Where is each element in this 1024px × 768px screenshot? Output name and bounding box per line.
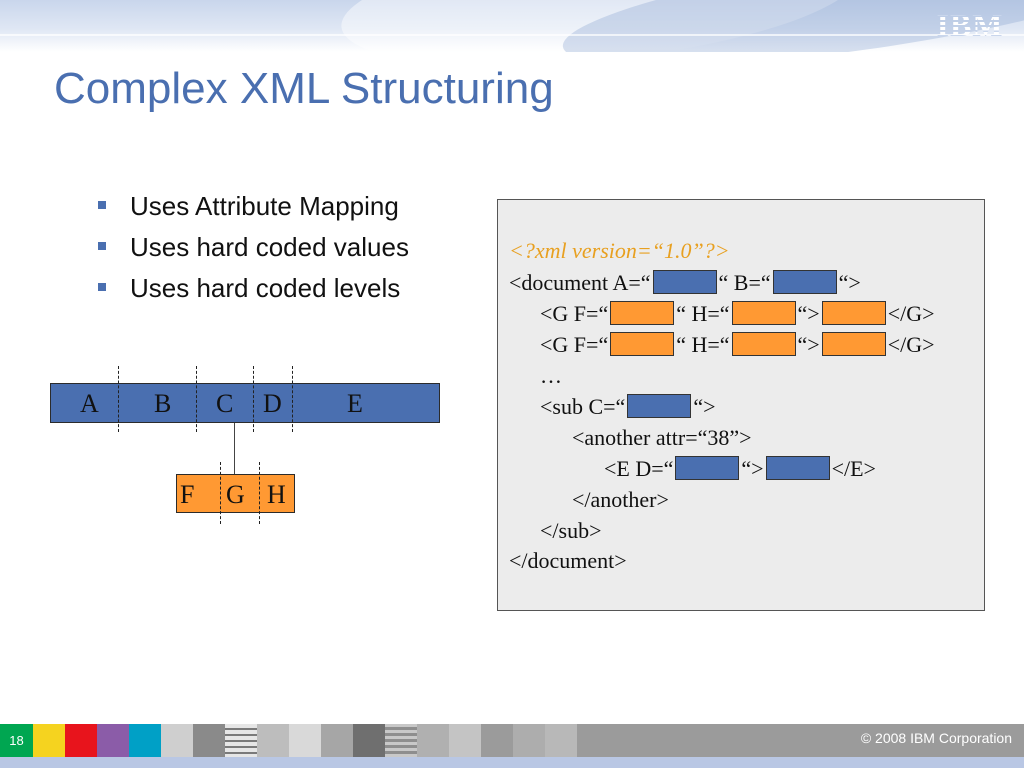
footer-bottom-line [0,757,1024,768]
code-line-e: <E D=““></E> [604,456,876,481]
footer-photo-tile [225,724,257,757]
bullet-item: Uses Attribute Mapping [96,190,409,231]
bullet-list: Uses Attribute Mapping Uses hard coded v… [96,190,409,313]
footer-photo-tile [321,724,353,757]
xml-code-box: <?xml version=“1.0”?> <document A=““ B=“… [497,199,985,611]
value-slot [821,332,886,356]
bullet-item: Uses hard coded levels [96,272,409,313]
footer: 18 © 2008 IBM Corporation [0,724,1024,768]
segment-label-a: A [80,389,99,418]
segment-label-g: G [226,480,245,509]
connector-line [234,423,235,474]
value-slot [627,394,692,418]
footer-photo-tile [417,724,449,757]
footer-color-tile [65,724,97,757]
segment-divider [220,462,221,524]
footer-photo-tile [513,724,545,757]
bullet-square-icon [98,201,106,209]
value-slot [731,332,796,356]
value-slot [821,301,886,325]
footer-photo-tile [289,724,321,757]
footer-color-tile [97,724,129,757]
slide-title: Complex XML Structuring [54,64,554,113]
segment-label-h: H [267,480,286,509]
header-band: IBM [0,0,1024,52]
footer-color-tile [129,724,161,757]
copyright-text: © 2008 IBM Corporation [860,730,1012,746]
segment-label-c: C [216,389,234,418]
footer-color-tile [33,724,65,757]
footer-photo-tile [257,724,289,757]
value-slot [610,301,675,325]
code-line-sub-close: </sub> [540,518,602,543]
footer-photo-tile [193,724,225,757]
code-line-document-close: </document> [509,548,627,573]
footer-photo-tile [385,724,417,757]
value-slot [610,332,675,356]
code-line-g: <G F=““ H=““></G> [540,301,935,326]
segment-label-b: B [154,389,172,418]
footer-photo-tile [353,724,385,757]
segment-divider [118,366,119,432]
segment-label-e: E [347,389,363,418]
code-line-ellipsis: … [540,363,562,388]
value-slot [675,456,740,480]
value-slot [731,301,796,325]
bullet-square-icon [98,242,106,250]
value-slot [772,270,837,294]
header-swoosh [0,34,1024,36]
footer-photo-tile [449,724,481,757]
segment-divider [292,366,293,432]
value-slot [765,456,830,480]
code-line-another-open: <another attr=“38”> [572,425,752,450]
value-slot [652,270,717,294]
segment-divider [253,366,254,432]
code-line-document-open: <document A=““ B=““> [509,270,861,295]
segment-bar-bottom [176,474,295,513]
segment-divider [259,462,260,524]
segment-divider [196,366,197,432]
code-line-sub-open: <sub C=““> [540,394,716,419]
bullet-item: Uses hard coded values [96,231,409,272]
ibm-logo: IBM [934,8,1006,42]
segment-label-f: F [180,480,195,509]
xml-declaration: <?xml version=“1.0”?> [509,238,730,263]
bullet-square-icon [98,283,106,291]
code-line-g: <G F=““ H=““></G> [540,332,935,357]
footer-photo-tile [545,724,577,757]
segment-label-d: D [263,389,282,418]
footer-photo-tile [161,724,193,757]
page-number: 18 [0,724,33,757]
code-line-another-close: </another> [572,487,669,512]
segment-bar-top [50,383,440,423]
